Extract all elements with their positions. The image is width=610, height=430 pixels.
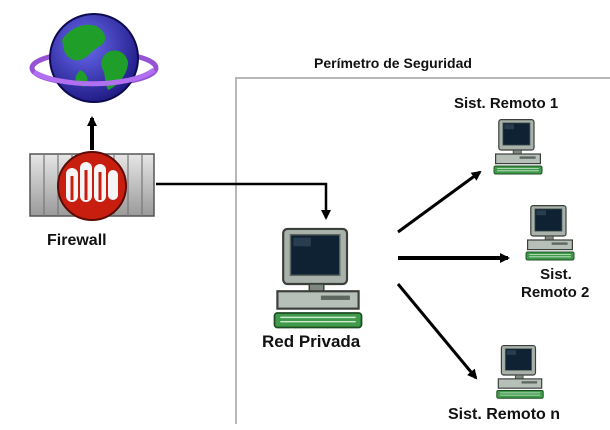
remote-n-label: Sist. Remoto n xyxy=(448,406,561,423)
computer-icon xyxy=(525,204,575,261)
firewall-icon xyxy=(29,151,155,221)
arrow-to-remote-n xyxy=(396,283,478,380)
security-perimeter xyxy=(235,77,610,424)
computer-icon xyxy=(273,227,363,329)
computer-icon xyxy=(496,344,544,399)
private-network-label: Red Privada xyxy=(262,332,361,351)
perimeter-title: Perímetro de Seguridad xyxy=(314,55,472,71)
remote-1-label: Sist. Remoto 1 xyxy=(454,95,559,112)
remote-2-label-line1: Sist. xyxy=(540,266,572,283)
arrow-to-remote-1 xyxy=(397,170,482,234)
globe-icon xyxy=(29,13,159,103)
computer-icon xyxy=(493,118,543,175)
remote-2-label-line2: Remoto 2 xyxy=(521,284,590,301)
arrow-firewall-to-private xyxy=(156,182,331,220)
firewall-label: Firewall xyxy=(47,232,107,249)
